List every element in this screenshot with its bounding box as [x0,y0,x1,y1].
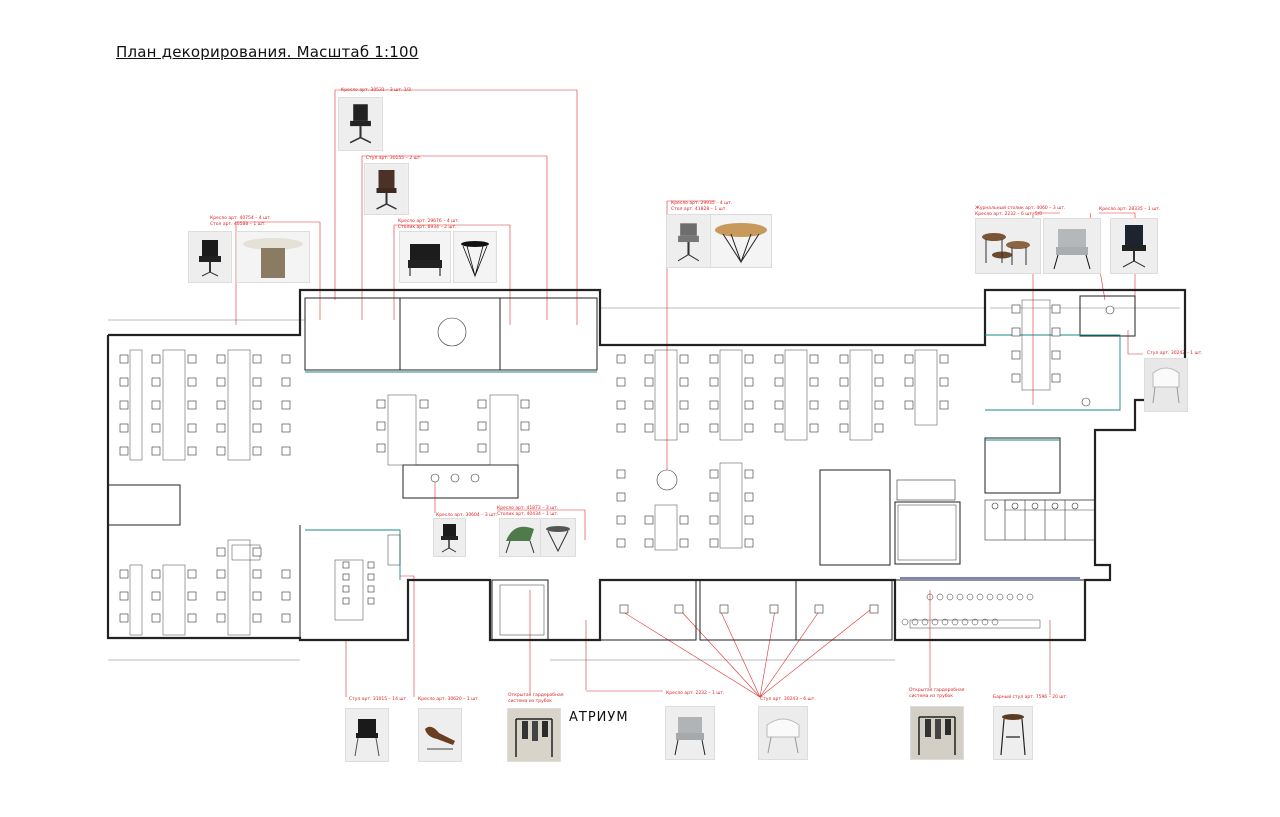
annotation-wardrobe-2: Открытая гардеробная [909,688,965,693]
plan-title: План декорирования. Масштаб 1:100 [116,43,419,61]
annotation-armchair-29676: Кресло арт. 29676 – 4 шт. [398,219,460,224]
annotation-armchair-2232-single: Кресло арт. 2232 – 1 шт. [666,691,725,696]
photo-wardrobe-1 [507,708,561,762]
desks [129,299,1096,636]
armchair-icon [400,232,450,282]
annotation-armchair-2232: Кресло арт. 2232 – 6 шт. 5/0 [975,212,1043,217]
annotation-armchair-28335: Кресло арт. 28335 – 1 шт. [1099,207,1161,212]
annotation-armchair-29935: Кресло арт. 29935 – 4 шт. [671,201,733,206]
annotation-chair-30155: Стул арт. 30155 – 2 шт. [366,156,422,161]
leader-lines [235,89,1143,698]
office-chair-icon [1111,219,1157,273]
grey-chair-icon [666,707,714,759]
photo-armchair-40754 [188,231,232,283]
photo-armchair-30604 [433,518,466,557]
dimension-lines [108,307,1180,661]
photo-armchair-29935 [666,214,711,268]
photo-chair-31015 [345,708,389,762]
walls [106,288,1187,642]
white-chair-icon [759,707,807,759]
atrium-label: АТРИУМ [569,710,629,725]
wire-table-icon [455,232,495,282]
photo-chair-30242 [1144,358,1188,412]
photo-armchair-2232-single [665,706,715,760]
coffee-tables-icon [976,219,1040,273]
annotation-armchair-30604: Кресло арт. 30604 – 3 шт. [436,513,498,518]
annotation-chair-30242: Стул арт. 30242 – 1 шт. [1147,351,1203,356]
photo-armchair-29676 [399,231,451,283]
photo-armchair-28335 [1110,218,1158,274]
leather-chair-icon [366,164,407,214]
photo-office-chair [338,97,383,151]
round-tables [430,305,1115,491]
wire-table-icon [541,519,575,556]
office-chair-icon [434,519,465,556]
office-chair-icon [190,232,230,282]
clothes-rack-icon [508,709,560,761]
annotation-armchair-30620: Кресло арт. 30620 – 1 шт. [418,697,480,702]
grey-chair-icon [667,215,710,267]
photo-chair-30243 [758,706,808,760]
photo-coffee-tables [975,218,1041,274]
annotation-chair-31015: Стул арт. 31015 – 14 шт. [349,697,408,702]
grey-chair-icon [1044,219,1100,273]
clothes-rack-icon [911,707,963,759]
annotation-bar-stool-7596: Барный стул арт. 7596 – 20 шт. [993,695,1068,700]
office-chair-icon [339,98,382,150]
annotation-wardrobe-2b: система из трубок [909,694,953,699]
annotation-table-6934: Столик арт. 6934 – 2 шт. [398,225,457,230]
wc-area [896,479,1096,541]
bar-stools [901,593,1034,626]
annotation-wardrobe-1: Открытая гардеробная [508,693,564,698]
wood-table-icon [711,216,771,266]
photo-table-40434 [540,518,576,557]
black-chair-icon [346,709,388,761]
photo-leather-chair [364,163,409,215]
photo-bar-stool-7596 [993,706,1033,760]
round-table-icon [237,232,309,282]
photo-armchair-2232 [1043,218,1101,274]
photo-wood-table [710,214,772,268]
lounge-chair-icon [500,519,540,556]
annotation-chair-30243: Стул арт. 30243 – 6 шт. [760,697,816,702]
photo-armchair-41873 [499,518,541,557]
annotation-table-40588: Стол арт. 40588 – 1 шт. [210,222,266,227]
white-chair-icon [1145,359,1187,411]
photo-armchair-30620 [418,708,462,762]
photo-wire-table [453,231,497,283]
annotation-armchair-30531: Кресло арт. 30531 – 3 шт. 1/3 [341,88,412,93]
annotation-armchair-41873: Кресло арт. 41873 – 3 шт. [497,506,559,511]
photo-round-table [236,231,310,283]
annotation-coffee-table-4060: Журнальный столик арт. 4060 – 3 шт. [975,206,1066,211]
annotation-armchair-40754: Кресло арт. 40754 – 4 шт. [210,216,272,221]
chairs [119,304,1061,623]
stairs [387,504,957,636]
annotation-table-41828: Стол арт. 41828 – 1 шт. [671,207,727,212]
annotation-wardrobe-1b: система из трубок [508,699,552,704]
bar-stool-icon [994,707,1032,759]
photo-wardrobe-2 [910,706,964,760]
recliner-icon [419,709,461,761]
annotation-table-40434: Столик арт. 40434 – 1 шт. [497,512,559,517]
